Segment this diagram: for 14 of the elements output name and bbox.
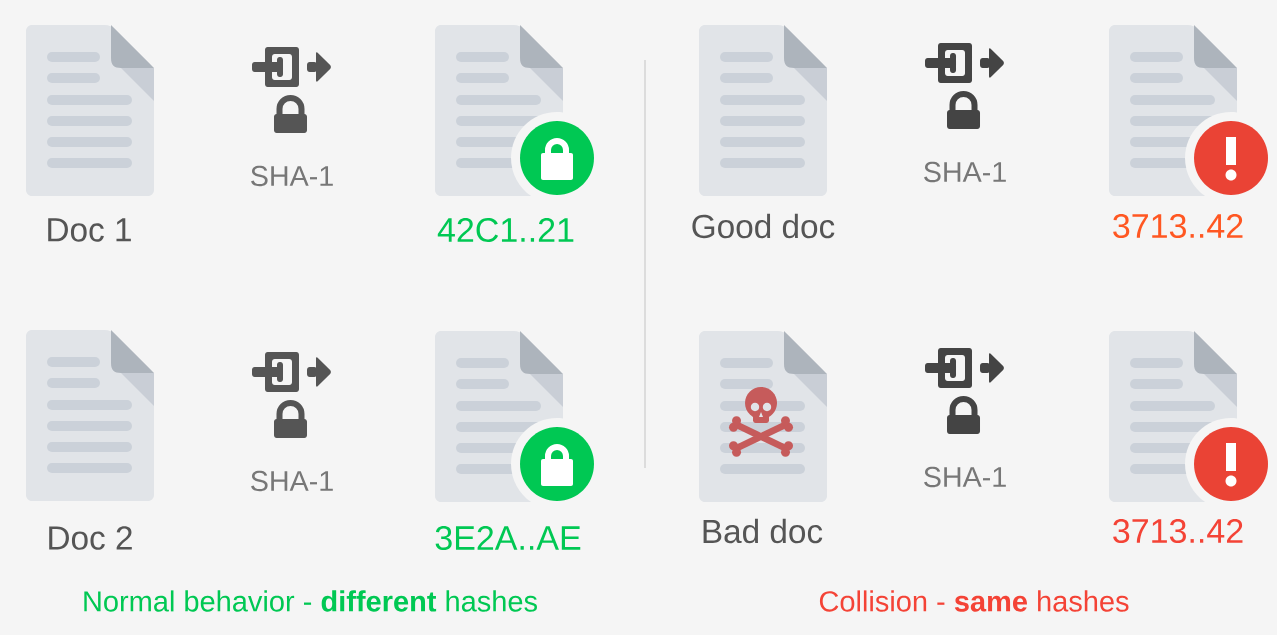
- document-name: Doc 2: [49, 526, 132, 550]
- document-name: Good doc: [692, 213, 835, 239]
- caption: Collision - same hashes: [819, 590, 1129, 612]
- hash-value: 42C1..21: [437, 217, 574, 243]
- hash-value: 3E2A..AE: [435, 526, 581, 551]
- function-name: SHA-1: [924, 161, 1006, 183]
- function-name: SHA-1: [924, 466, 1006, 488]
- function-name: SHA-1: [251, 165, 333, 187]
- hash-value: 3713..42: [1113, 213, 1243, 239]
- caption: Normal behavior - different hashes: [84, 590, 537, 612]
- document-name: Bad doc: [703, 518, 823, 544]
- hash-value: 3713..42: [1113, 519, 1243, 544]
- function-name: SHA-1: [251, 470, 333, 492]
- document-name: Doc 1: [48, 218, 131, 242]
